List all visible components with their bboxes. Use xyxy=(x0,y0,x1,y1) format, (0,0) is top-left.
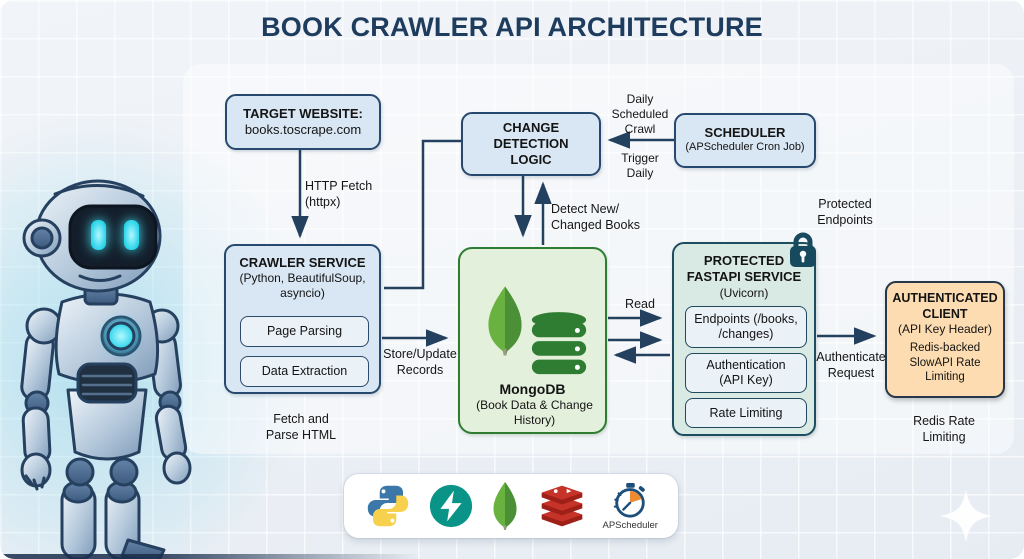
fastapi-service-node: PROTECTED FASTAPI SERVICE (Uvicorn) Endp… xyxy=(672,242,816,436)
label-read: Read xyxy=(625,297,655,311)
scheduler-title: SCHEDULER xyxy=(704,125,786,140)
database-cylinder-icon xyxy=(531,312,587,375)
mongodb-leaf-icon xyxy=(488,286,522,356)
target-website-url: books.toscrape.com xyxy=(244,122,362,138)
fastapi-service-title: PROTECTED FASTAPI SERVICE xyxy=(686,253,802,285)
label-redis-rate-limiting: Redis Rate Limiting xyxy=(913,414,975,444)
mongodb-subtitle: (Book Data & Change History) xyxy=(476,398,593,427)
client-subtitle: (API Key Header) xyxy=(897,322,993,337)
change-detection-title: CHANGE DETECTION LOGIC xyxy=(493,119,569,168)
mongodb-node: MongoDB (Book Data & Change History) xyxy=(458,247,607,434)
apscheduler-label: APScheduler xyxy=(602,519,658,531)
data-extraction-box: Data Extraction xyxy=(240,356,369,387)
robot-eye-right xyxy=(124,220,139,250)
target-website-title: TARGET WEBSITE: xyxy=(243,106,363,121)
mongodb-title: MongoDB xyxy=(499,381,566,397)
page-parsing-box: Page Parsing xyxy=(240,316,369,347)
python-logo-icon xyxy=(367,485,409,527)
edge-change-to-crawler-elbow xyxy=(384,139,461,290)
redis-logo-icon xyxy=(541,485,583,527)
target-website-node: TARGET WEBSITE: books.toscrape.com xyxy=(225,94,381,150)
lock-icon xyxy=(790,232,816,267)
label-http-fetch: HTTP Fetch (httpx) xyxy=(305,179,373,209)
floor-shadow xyxy=(0,554,450,559)
client-note: Redis-backed SlowAPI Rate Limiting xyxy=(909,342,981,383)
authentication-label: Authentication (API Key) xyxy=(706,358,786,387)
label-daily-scheduled-crawl: Daily Scheduled Crawl xyxy=(611,92,669,137)
rate-limiting-box: Rate Limiting xyxy=(685,398,807,428)
crawler-service-title: CRAWLER SERVICE xyxy=(239,255,366,270)
sparkle-icon xyxy=(940,490,992,542)
change-detection-node: CHANGE DETECTION LOGIC xyxy=(461,112,601,176)
crawler-service-subtitle: (Python, BeautifulSoup, asyncio) xyxy=(239,271,366,301)
label-protected-endpoints: Protected Endpoints xyxy=(817,197,873,227)
client-title: AUTHENTICATED CLIENT xyxy=(892,291,998,321)
fastapi-logo-icon xyxy=(429,484,472,528)
robot-eye-left xyxy=(91,220,106,250)
endpoints-label: Endpoints (/books, /changes) xyxy=(694,312,798,341)
mongodb-logo-icon xyxy=(493,482,517,530)
endpoints-box: Endpoints (/books, /changes) xyxy=(685,306,807,348)
crawler-service-node: CRAWLER SERVICE (Python, BeautifulSoup, … xyxy=(224,244,381,394)
robot-illustration xyxy=(20,179,192,559)
label-detect-new-changed: Detect New/ Changed Books xyxy=(551,202,640,232)
scheduler-node: SCHEDULER (APScheduler Cron Job) xyxy=(674,113,816,168)
label-trigger-daily: Trigger Daily xyxy=(621,151,659,181)
authentication-box: Authentication (API Key) xyxy=(685,353,807,393)
label-fetch-and-parse: Fetch and Parse HTML xyxy=(265,412,337,442)
apscheduler-logo-icon xyxy=(613,482,645,518)
apscheduler-group: APScheduler xyxy=(603,482,658,531)
authenticated-client-node: AUTHENTICATED CLIENT (API Key Header) Re… xyxy=(885,281,1005,398)
fastapi-service-subtitle: (Uvicorn) xyxy=(719,285,769,300)
scheduler-subtitle: (APScheduler Cron Job) xyxy=(685,141,805,154)
label-authenticate-request: Authenticate Request xyxy=(816,350,886,380)
label-store-update-records: Store/Update Records xyxy=(383,347,457,377)
page-title: BOOK CRAWLER API ARCHITECTURE xyxy=(261,12,763,42)
tech-logo-bar: APScheduler xyxy=(344,474,678,538)
